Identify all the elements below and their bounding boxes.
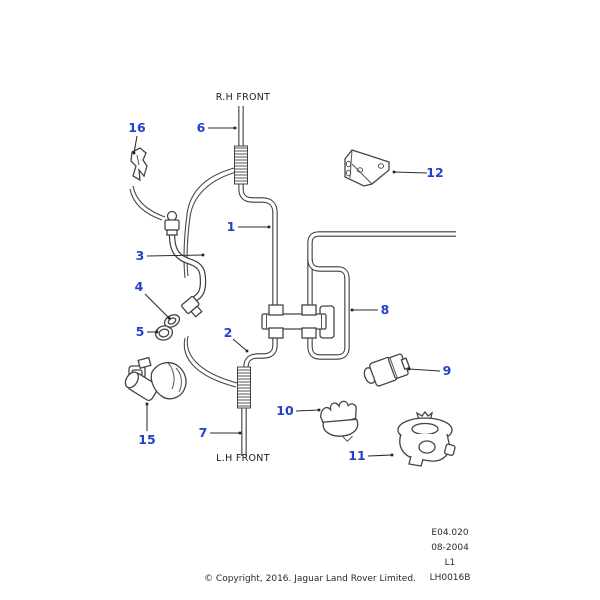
callout-11: 11 xyxy=(348,448,394,463)
callout-12: 12 xyxy=(392,165,444,180)
figure-code: LH0016B xyxy=(430,573,471,583)
callout-10: 10 xyxy=(276,403,321,418)
callout-4-dot xyxy=(167,316,171,320)
sheet-code: L1 xyxy=(445,558,456,568)
label-lh-front: L.H FRONT xyxy=(216,453,270,464)
callout-11-number[interactable]: 11 xyxy=(348,448,365,463)
callout-7-dot xyxy=(238,431,242,435)
callout-12-dot xyxy=(392,170,396,174)
callout-1: 1 xyxy=(227,219,271,234)
callout-9: 9 xyxy=(407,363,452,378)
callout-4-number[interactable]: 4 xyxy=(135,279,144,294)
callout-2: 2 xyxy=(224,325,249,353)
footer-code-block: E04.020 08-2004 L1 LH0016B xyxy=(430,528,471,583)
callout-15-number[interactable]: 15 xyxy=(138,432,155,447)
callout-6-number[interactable]: 6 xyxy=(197,120,206,135)
callout-12-number[interactable]: 12 xyxy=(426,165,443,180)
callout-12-leader xyxy=(393,171,428,174)
callout-10-number[interactable]: 10 xyxy=(276,403,294,418)
callout-5: 5 xyxy=(136,324,159,339)
date-code: 08-2004 xyxy=(431,543,469,553)
callout-6-dot xyxy=(233,126,237,130)
callout-16-number[interactable]: 16 xyxy=(128,120,146,135)
callout-9-leader xyxy=(408,368,441,372)
callout-4-leader xyxy=(144,293,170,319)
part-16-clip-drawing xyxy=(130,147,148,182)
doc-code: E04.020 xyxy=(431,528,468,538)
part-11-grommet-drawing xyxy=(397,410,456,467)
callout-3-dot xyxy=(201,253,205,257)
part-12-bracket-drawing xyxy=(344,149,390,187)
callout-10-leader xyxy=(295,409,320,412)
callout-6: 6 xyxy=(197,120,237,135)
callout-2-dot xyxy=(245,349,249,353)
callout-15: 15 xyxy=(138,402,156,447)
callout-10-dot xyxy=(317,408,321,412)
callout-7: 7 xyxy=(199,425,242,440)
callout-3: 3 xyxy=(136,248,205,263)
callout-7-number[interactable]: 7 xyxy=(199,425,208,440)
callout-9-dot xyxy=(407,367,411,371)
callout-11-dot xyxy=(390,453,394,457)
part-9-switch-drawing xyxy=(363,353,411,387)
callout-16-leader xyxy=(133,135,138,154)
callout-9-number[interactable]: 9 xyxy=(443,363,452,378)
callout-3-leader xyxy=(146,254,204,257)
copyright-notice: © Copyright, 2016. Jaguar Land Rover Lim… xyxy=(204,574,416,584)
callout-16: 16 xyxy=(128,120,146,155)
callout-2-leader xyxy=(232,338,248,352)
part-15-connector-drawing xyxy=(124,356,187,402)
callout-5-number[interactable]: 5 xyxy=(136,324,145,339)
callout-2-number[interactable]: 2 xyxy=(224,325,233,340)
callout-3-number[interactable]: 3 xyxy=(136,248,145,263)
callout-8: 8 xyxy=(350,302,390,317)
callout-16-dot xyxy=(132,151,136,155)
part-10-clip-drawing xyxy=(319,400,359,442)
callout-4: 4 xyxy=(135,279,171,320)
callout-8-dot xyxy=(350,308,354,312)
routing-arcs xyxy=(129,166,241,388)
callout-1-dot xyxy=(267,225,271,229)
label-rh-front: R.H FRONT xyxy=(216,92,271,103)
pipe-rear-loop xyxy=(307,231,456,360)
callout-1-number[interactable]: 1 xyxy=(227,219,236,234)
callout-15-dot xyxy=(145,402,149,406)
coil-spring-upper xyxy=(234,145,248,185)
callout-5-dot xyxy=(155,330,159,334)
callout-8-number[interactable]: 8 xyxy=(381,302,390,317)
coil-spring-lower xyxy=(237,366,251,409)
union-manifold xyxy=(261,304,335,339)
pipe-main xyxy=(238,106,278,456)
part-5-nut-drawing xyxy=(154,325,174,341)
callout-11-leader xyxy=(367,454,393,457)
part-3-hose-drawing xyxy=(164,210,207,318)
